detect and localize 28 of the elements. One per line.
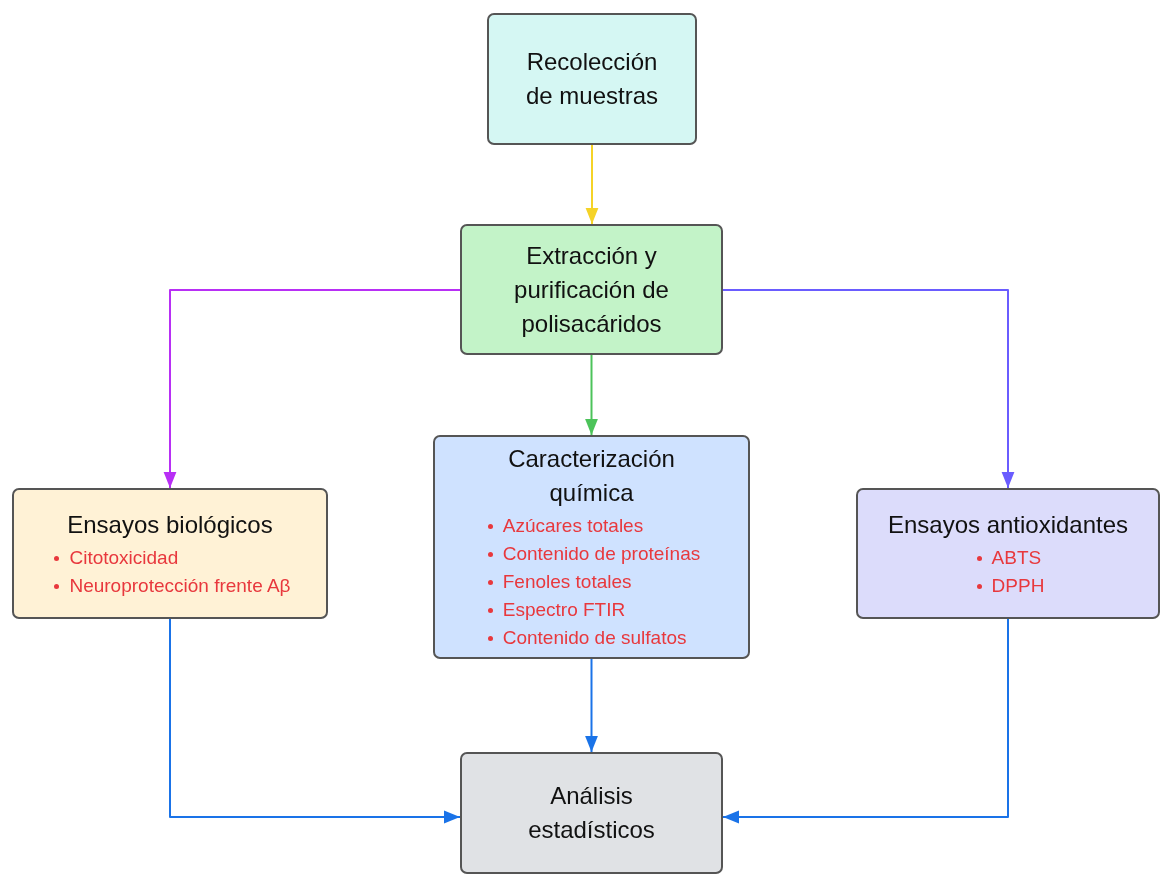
process-box: [460, 752, 723, 874]
arrow: [722, 618, 1009, 824]
bullet-item: Espectro FTIR: [502, 599, 626, 620]
bullet-item: Azúcares totales: [502, 515, 644, 536]
bullet-item: Contenido de sulfatos: [502, 627, 687, 648]
arrow: [722, 289, 1015, 489]
box-title: Recolección de muestras: [524, 47, 660, 111]
box-title: Caracterización química: [507, 444, 676, 508]
bullet-item: DPPH: [991, 574, 1045, 596]
box-title: Extracción y purificación de polisacáridos: [513, 240, 670, 339]
arrow: [163, 289, 461, 489]
box-title: Ensayos biológicos: [67, 509, 273, 540]
process-box: [433, 435, 750, 659]
bullet-item: ABTS: [991, 546, 1042, 568]
box-title: Ensayos antioxidantes: [887, 509, 1129, 540]
bullet-item: Fenoles totales: [502, 571, 632, 592]
bullet-item: Contenido de proteínas: [502, 543, 701, 564]
arrow: [169, 618, 461, 824]
process-box: [487, 13, 697, 145]
arrow: [585, 144, 599, 225]
process-box: [12, 488, 328, 619]
process-box: [856, 488, 1160, 619]
process-box: [460, 224, 723, 355]
bullet-item: Citotoxicidad: [69, 546, 179, 568]
arrow: [585, 658, 598, 753]
box-title: Análisis estadísticos: [527, 781, 656, 845]
bullet-item: Neuroprotección frente Aβ: [69, 574, 291, 596]
arrow: [585, 354, 598, 436]
